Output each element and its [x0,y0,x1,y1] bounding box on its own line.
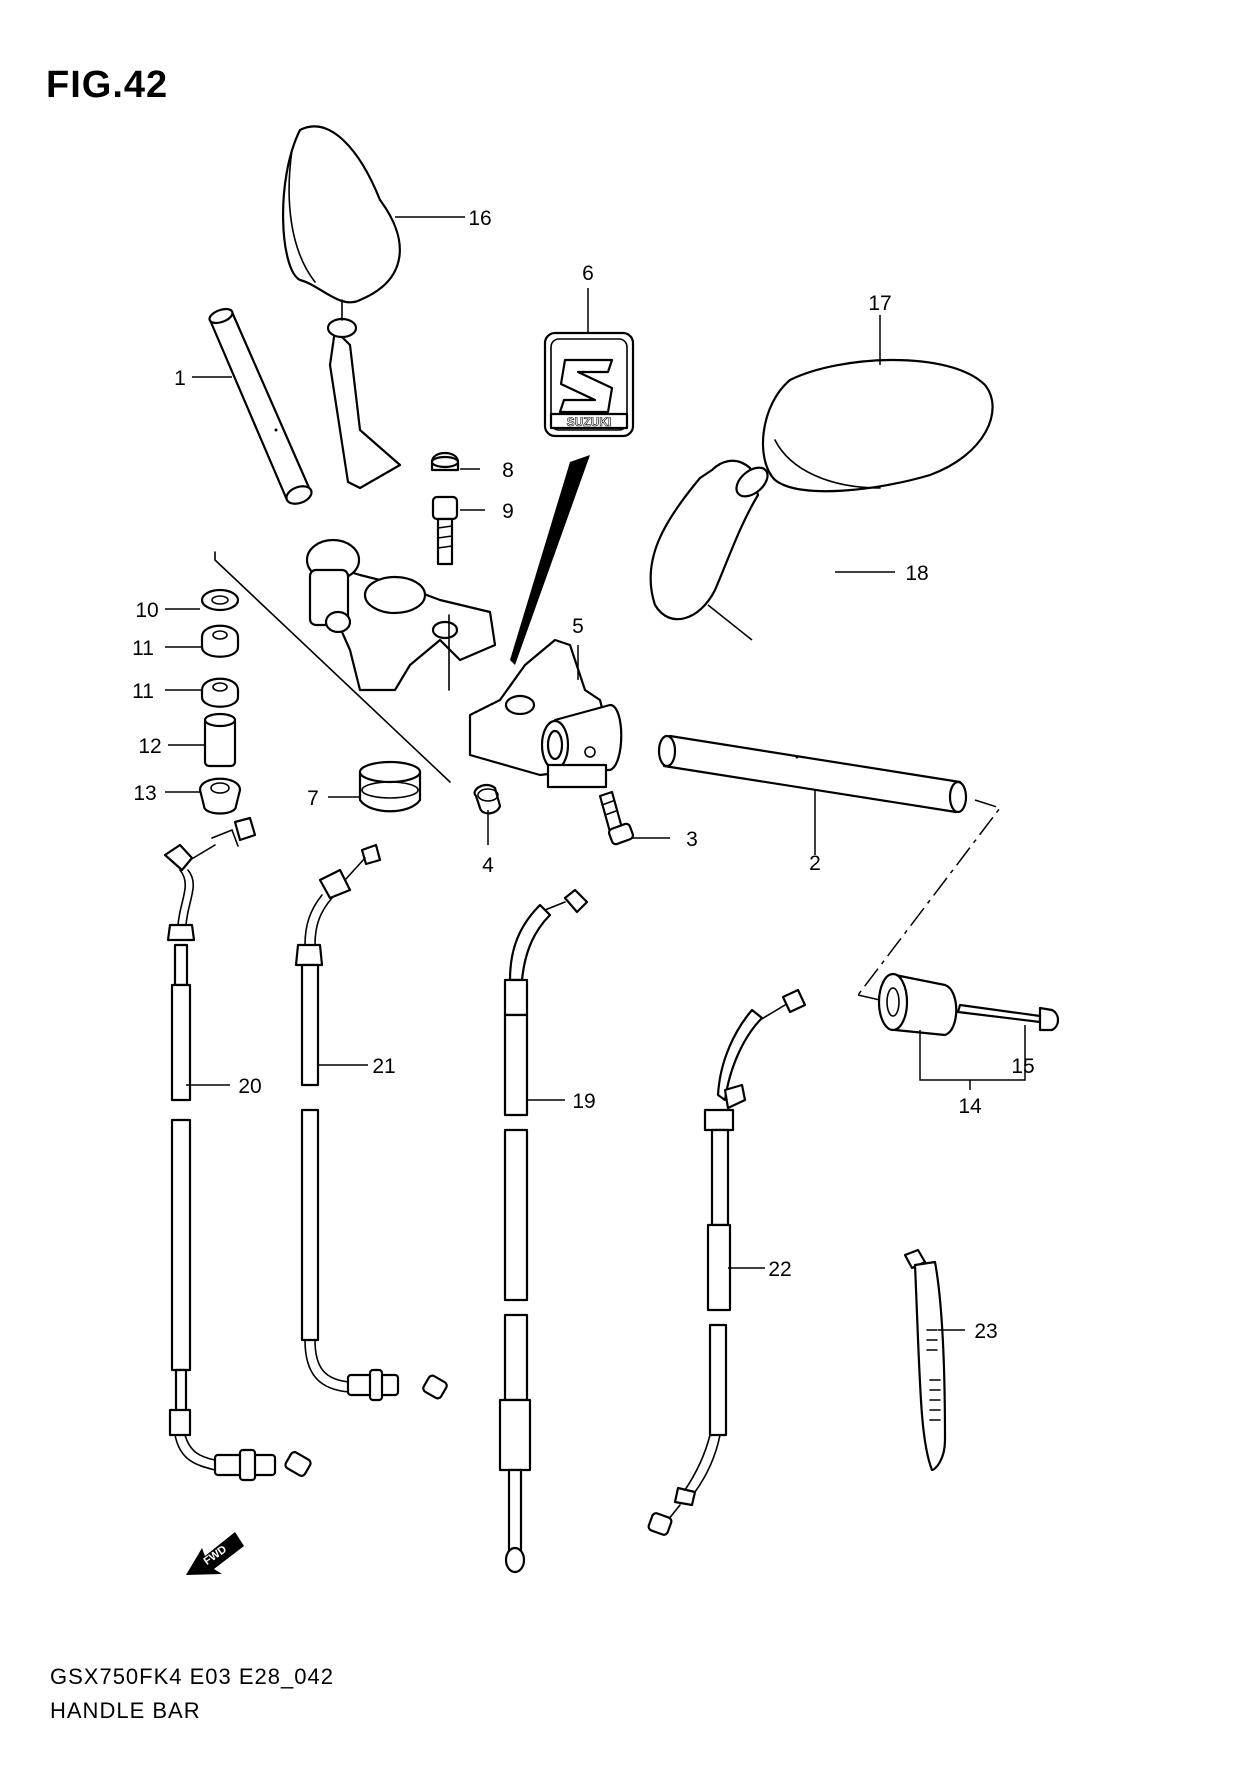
washer-part10 [200,588,240,612]
callout-19: 19 [572,1090,595,1113]
callout-labels: 1 2 3 4 5 6 7 8 9 10 11 11 12 13 14 15 1… [132,207,1035,1343]
callout-1: 1 [174,367,186,390]
emblem-pointer [510,455,590,665]
callout-14: 14 [958,1095,982,1118]
handlebar-holder-part5 [305,538,623,789]
cable-part19 [498,888,589,1574]
callout-4: 4 [482,854,494,877]
callout-16: 16 [468,207,491,230]
figure-title: FIG.42 [46,64,169,106]
bolt-part9 [431,495,459,566]
callout-3: 3 [686,828,698,851]
callout-15: 15 [1011,1055,1034,1078]
callout-5: 5 [572,615,584,638]
cap-part8 [430,451,460,472]
callout-23: 23 [974,1320,997,1343]
bolt-part3 [598,790,635,846]
bracket-part14 [919,1025,1026,1081]
spacer-part12 [203,712,237,768]
cable-part20 [163,816,312,1482]
cable-part21 [294,843,448,1402]
callout-11-lower: 11 [132,680,154,703]
callout-20: 20 [238,1075,261,1098]
cap-part7 [358,760,422,813]
callout-9: 9 [502,500,514,523]
forward-direction-arrow: FWD [186,1532,244,1575]
callout-22: 22 [768,1258,791,1281]
cap-nut-part4 [473,783,502,815]
callout-11-upper: 11 [132,637,154,660]
callout-13: 13 [133,782,156,805]
callout-18: 18 [905,562,928,585]
callout-21: 21 [372,1055,395,1078]
leader-lines [165,216,965,1331]
callout-17: 17 [868,292,891,315]
callout-10: 10 [135,599,158,622]
emblem-logo-text: SUZUKI [567,415,612,429]
section-name: HANDLE BAR [50,1698,201,1723]
mirror-right-part17 [649,358,994,621]
guide-line-left [214,551,451,783]
balancer-part14 [877,972,958,1037]
mirror-left-part16 [281,125,402,490]
callout-6: 6 [582,262,594,285]
suzuki-emblem-part6: SUZUKI [543,331,635,438]
cable-part22 [647,988,807,1536]
grommet-part13 [198,777,242,815]
callout-12: 12 [138,735,161,758]
callout-8: 8 [502,459,514,482]
callout-7: 7 [307,787,319,810]
handlebar-pipe-part2 [657,734,968,814]
model-code: GSX750FK4 E03 E28_042 [50,1664,334,1689]
grommet-part11-lower [200,677,240,708]
guide-line-right [857,799,1002,996]
grommet-part11-upper [200,624,240,658]
callout-2: 2 [809,852,821,875]
cable-band-part23 [903,1248,947,1472]
screw-part15 [956,1003,1060,1032]
grip-tube-part1 [208,307,313,505]
